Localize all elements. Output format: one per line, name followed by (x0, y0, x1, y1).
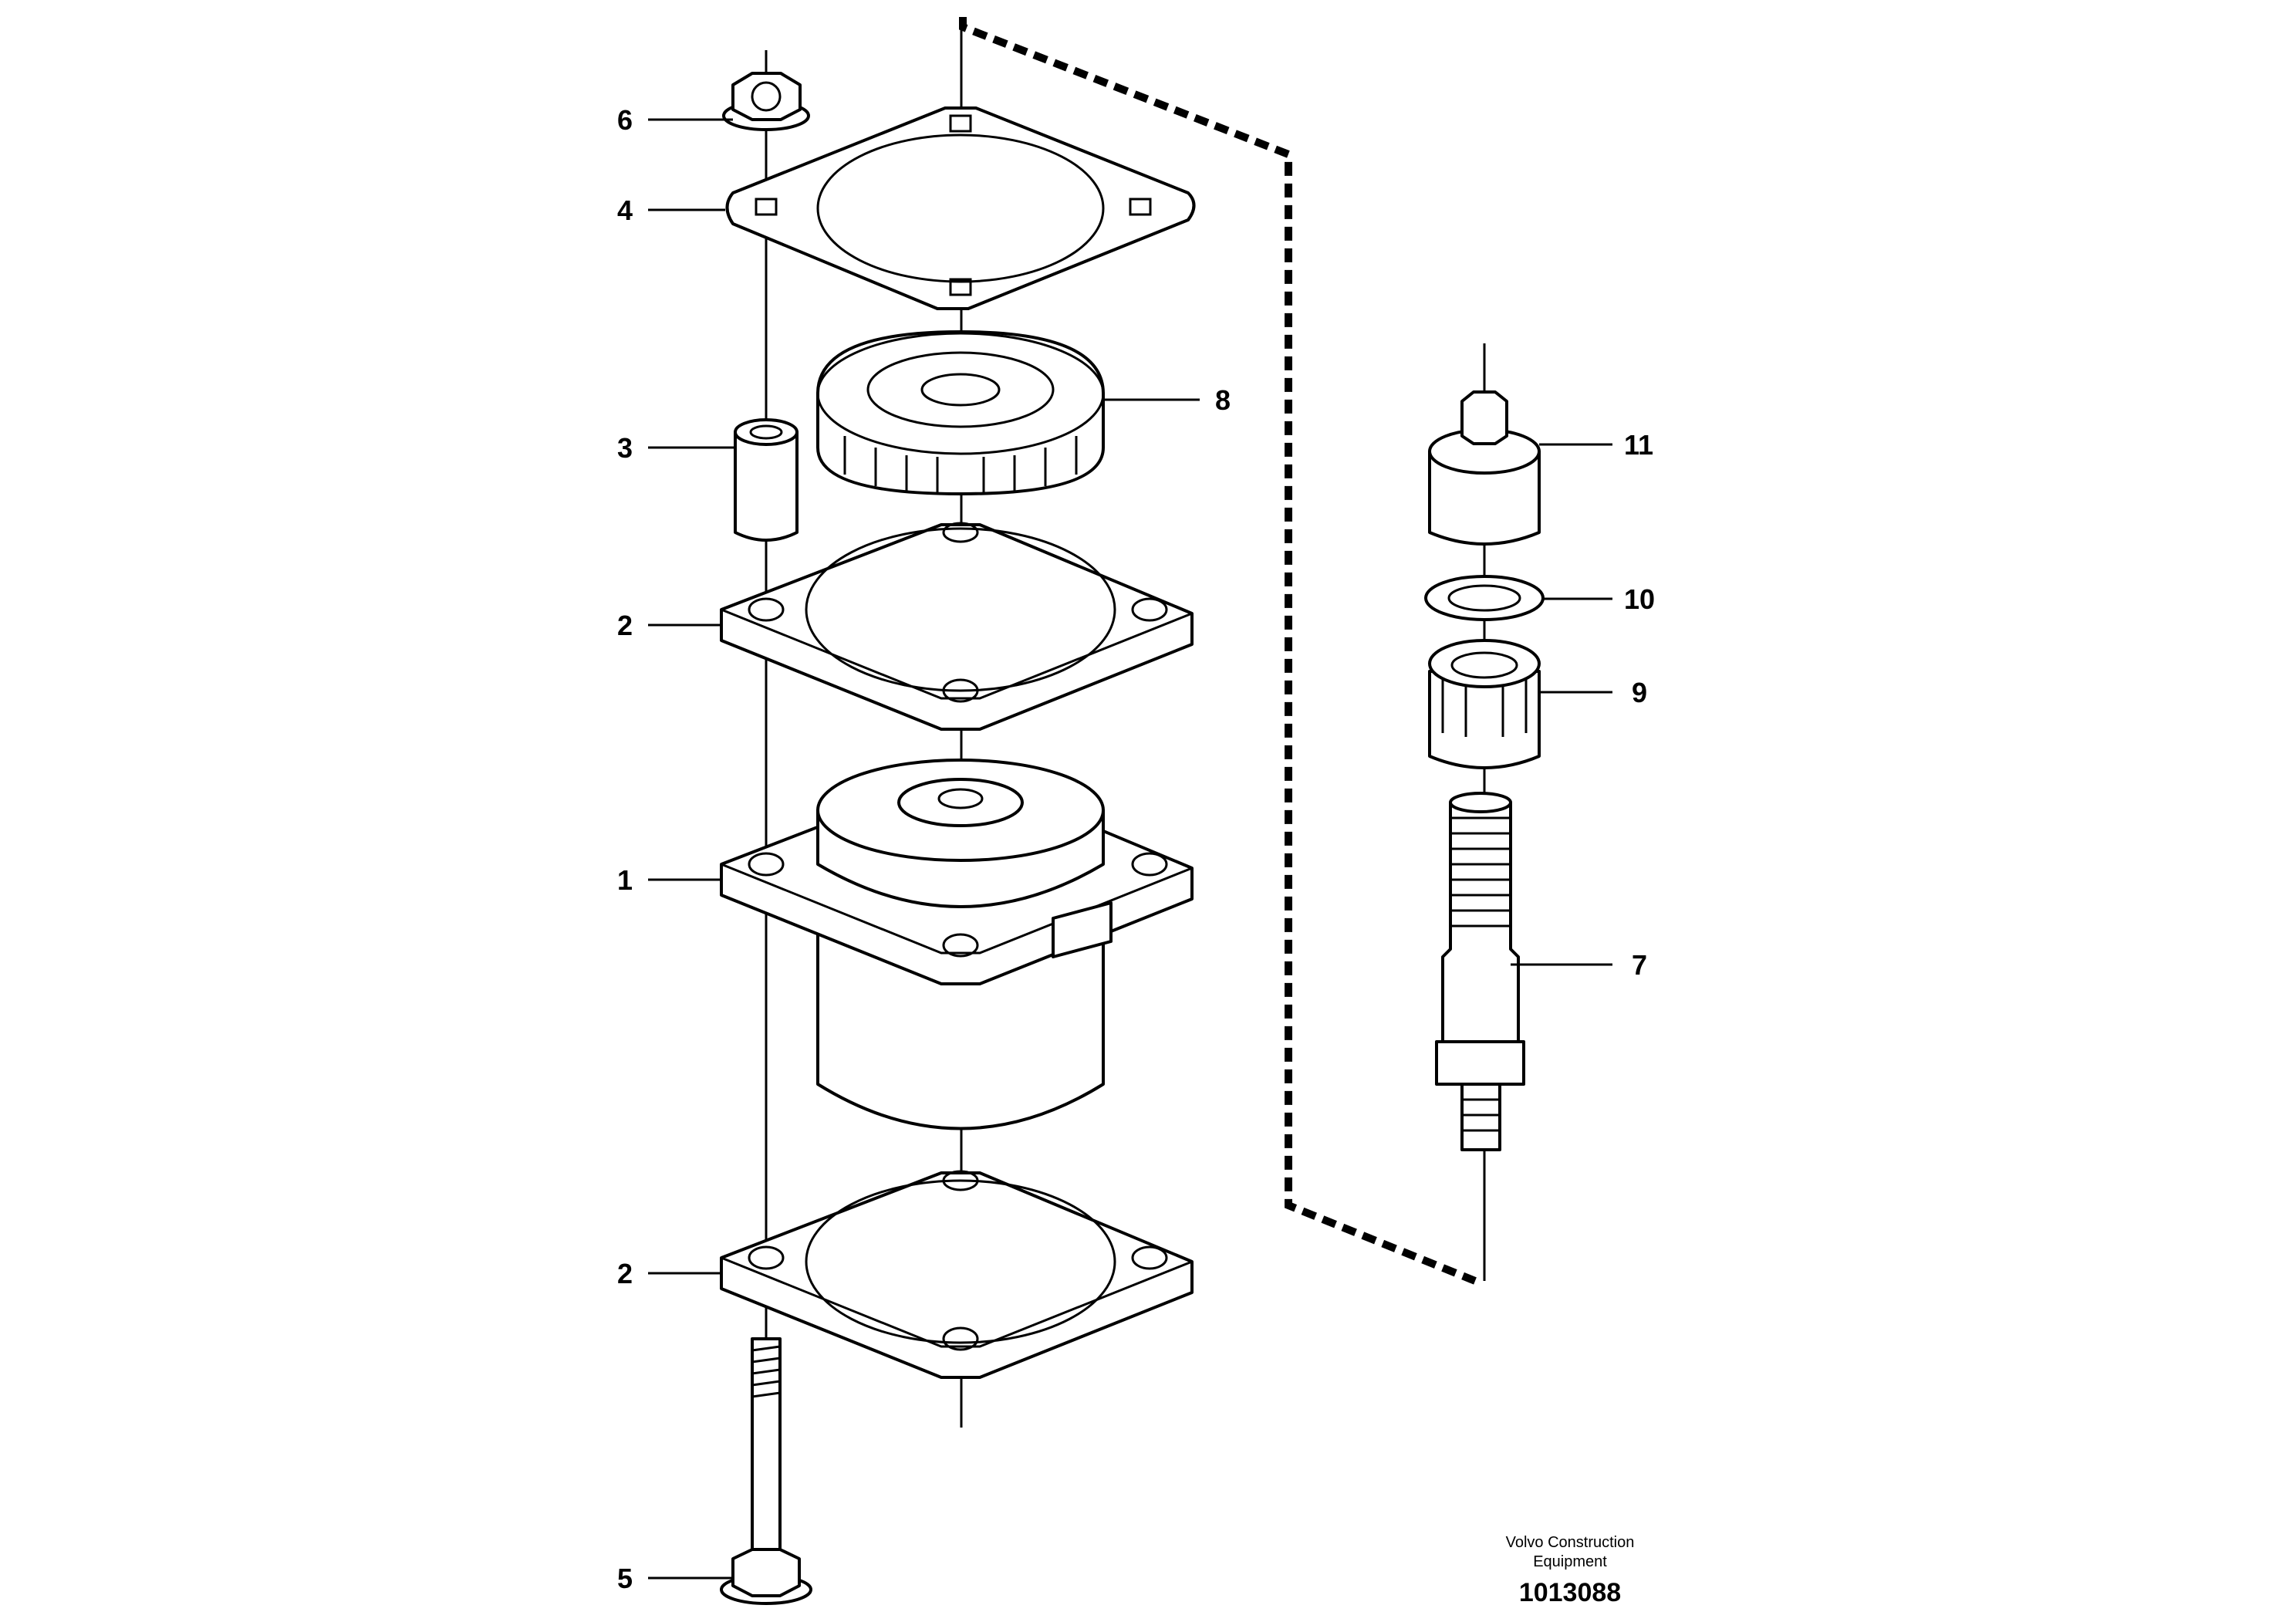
part-2-upper-plate (720, 522, 1194, 731)
part-8-toothed-ring (816, 330, 1105, 495)
callout-2-lower: 2 (617, 1258, 633, 1289)
dashed-group-outline (959, 17, 1477, 1285)
callout-9: 9 (1632, 677, 1647, 708)
part-6-flange-nut (722, 72, 810, 131)
part-7-threaded-stud (1435, 792, 1525, 1151)
part-2-lower-plate (720, 1170, 1194, 1379)
drawing-reference-number: 1013088 (1519, 1578, 1621, 1607)
brand-line-2: Equipment (1533, 1553, 1607, 1570)
callout-8: 8 (1215, 384, 1231, 416)
part-5-flange-bolt (720, 1337, 812, 1605)
callout-4: 4 (617, 194, 633, 226)
brand-line-1: Volvo Construction (1506, 1534, 1635, 1551)
callout-11: 11 (1624, 429, 1653, 461)
part-10-washer (1424, 575, 1545, 621)
part-11-cap-nut (1428, 390, 1541, 546)
part-3-spacer-sleeve (734, 418, 799, 542)
part-1-mount-body (720, 759, 1194, 1130)
part-9-hex-nut (1428, 639, 1541, 769)
callout-5: 5 (617, 1563, 633, 1594)
callout-7: 7 (1632, 949, 1647, 981)
callout-10: 10 (1624, 583, 1655, 615)
callout-2-upper: 2 (617, 610, 633, 641)
callout-6: 6 (617, 104, 633, 136)
callout-leader-lines (648, 118, 1612, 1580)
callout-1: 1 (617, 864, 633, 896)
part-4-top-plate (725, 106, 1196, 310)
callout-3: 3 (617, 432, 633, 464)
